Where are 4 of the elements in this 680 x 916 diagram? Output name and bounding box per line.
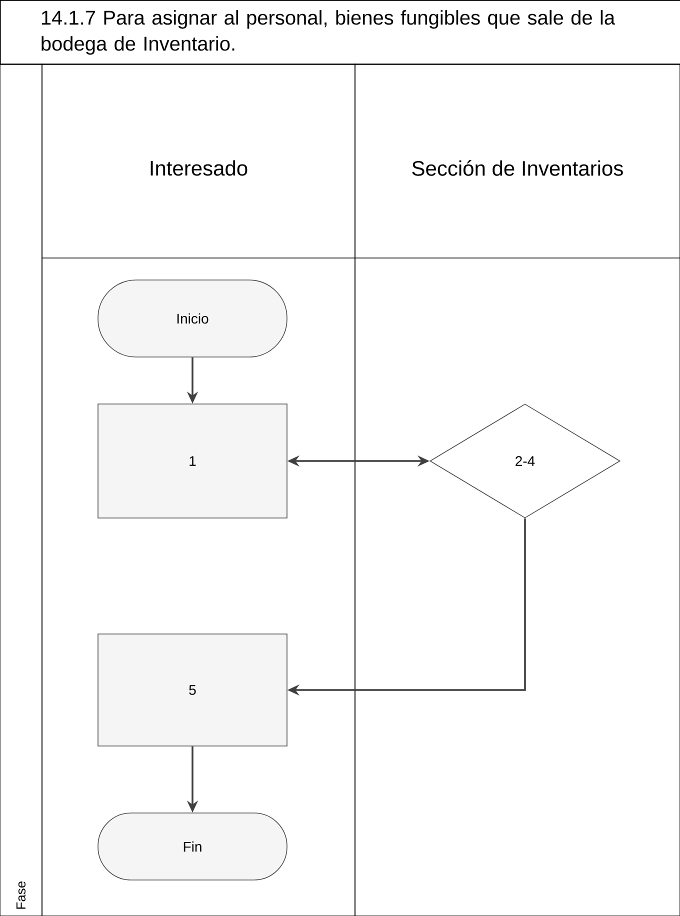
title: 14.1.7 Para asignar al personal, bienes fungibles que sale de la bodega de Inventario.	[0, 0, 680, 65]
process-box: 1	[98, 404, 288, 518]
process-box: 5	[98, 634, 288, 746]
phase-band: Fase	[0, 64, 42, 916]
